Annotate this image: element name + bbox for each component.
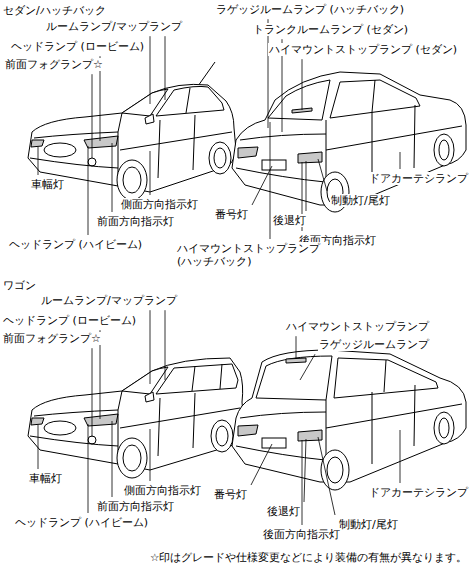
lamp-label: 前面フォグランプ☆ — [4, 58, 104, 71]
lamp-label: 車幅灯 — [28, 472, 63, 485]
lamp-label: ラゲッジルームランプ (ハッチバック) — [215, 3, 405, 16]
lamp-label: ハイマウントストップランプ (セダン) — [268, 43, 458, 56]
leader-line — [150, 36, 151, 104]
lamp-label: ドアカーテシランプ — [368, 172, 469, 185]
lamp-label: ハイマウントストップランプ — [285, 320, 430, 333]
lamp-label: 番号灯 — [213, 488, 248, 501]
leader-line — [400, 430, 401, 483]
leader-line — [150, 151, 151, 195]
leader-line — [304, 439, 306, 502]
lamp-label: ヘッドランプ (ロービーム) — [2, 314, 137, 327]
leader-line — [112, 143, 113, 212]
lamp-label: ラゲッジルームランプ — [318, 338, 430, 351]
lamp-label: 制動灯/尾灯 — [338, 518, 399, 531]
leader-line — [400, 152, 401, 169]
leader-line — [150, 310, 151, 384]
lamp-label: ヘッドランプ (ハイビーム) — [14, 516, 149, 529]
lamp-label: ヘッドランプ (ロービーム) — [10, 40, 145, 53]
lamp-label: 後面方向指示灯 — [262, 528, 341, 541]
lamp-label: 前面フォグランプ☆ — [2, 332, 102, 345]
lamp-label: 側面方向指示灯 — [123, 484, 202, 497]
lamp-label: 番号灯 — [214, 208, 249, 221]
leader-line — [318, 159, 327, 191]
lamp-label: 車幅灯 — [30, 178, 65, 191]
lamp-label: 前面方向指示灯 — [96, 215, 175, 228]
leader-line — [302, 440, 303, 525]
lamp-label: 側面方向指示灯 — [120, 198, 199, 211]
lamp-label: 制動灯/尾灯 — [330, 194, 391, 207]
leader-lines — [38, 19, 400, 525]
leader-line — [270, 122, 271, 239]
sedan-front — [28, 62, 236, 200]
section-heading: ワゴン — [2, 279, 37, 292]
leader-line — [165, 36, 166, 100]
leader-line — [300, 354, 315, 380]
section-heading: セダン/ハッチバック — [2, 4, 107, 17]
lamp-label: ルームランプ/マップランプ — [45, 20, 183, 33]
leader-line — [296, 336, 297, 359]
leader-line — [112, 421, 113, 497]
sedan-rear — [232, 72, 466, 212]
leader-line — [251, 444, 272, 485]
lamp-label: ハイマウントストップランプ (ハッチバック) — [176, 242, 328, 268]
leader-line — [38, 147, 39, 175]
lamp-label: 前面方向指示灯 — [96, 500, 175, 513]
leader-line — [318, 437, 335, 515]
wagon-rear — [232, 350, 466, 490]
leader-line — [88, 424, 89, 513]
lamp-label: ルームランプ/マップランプ — [40, 294, 178, 307]
wagon-front — [28, 358, 244, 478]
leader-line — [302, 59, 303, 110]
lamp-label: ドアカーテシランプ — [368, 486, 469, 499]
leader-line — [252, 166, 272, 205]
footnote: ☆印はグレードや仕様変更などにより装備の有無が異なります。 — [150, 551, 467, 564]
leader-line — [88, 146, 89, 235]
leader-line — [92, 348, 93, 437]
lamp-label: 後退灯 — [266, 505, 301, 518]
lamp-label: ヘッドランプ (ハイビーム) — [8, 238, 143, 251]
leader-line — [38, 425, 39, 469]
leader-line — [92, 74, 93, 158]
leader-line — [150, 429, 151, 481]
lamp-label: トランクルームランプ (セダン) — [252, 23, 409, 36]
lamp-label: 後退灯 — [272, 214, 307, 227]
leader-line — [165, 310, 166, 380]
leader-line — [306, 161, 307, 211]
